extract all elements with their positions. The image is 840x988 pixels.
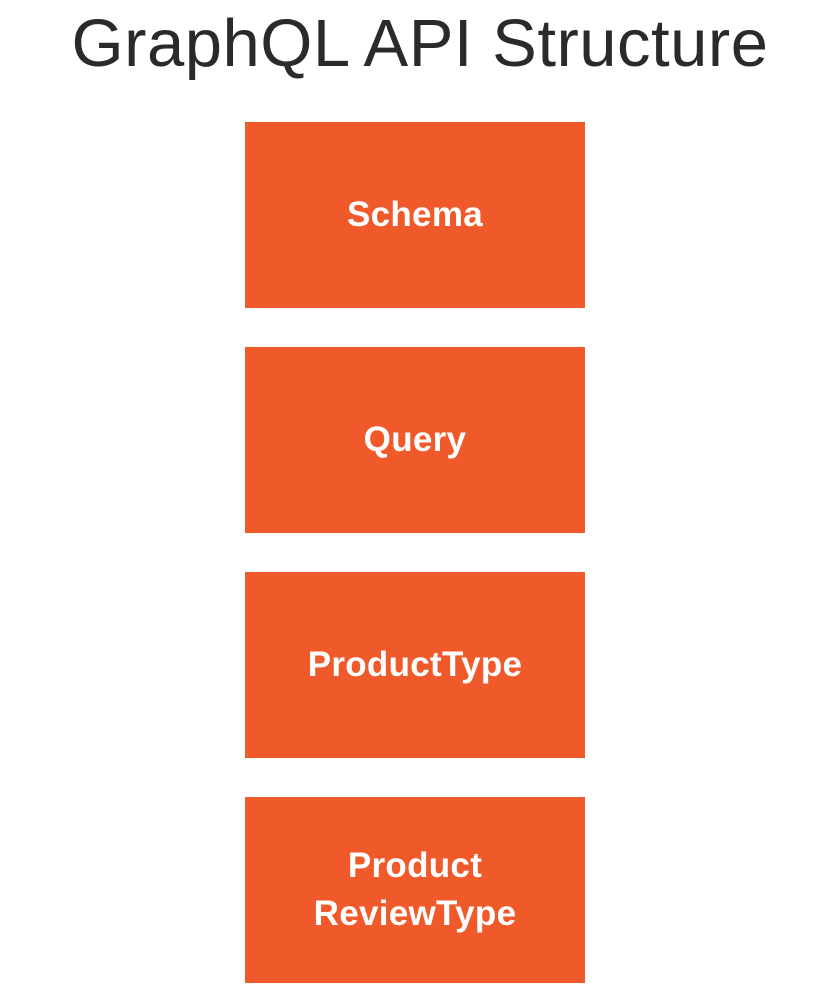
schema-box-label: Schema xyxy=(346,195,484,234)
schema-box: Schema xyxy=(245,122,585,308)
query-box-label: Query xyxy=(363,420,467,459)
product-review-type-box: Product ReviewType xyxy=(245,797,585,983)
product-type-box-label: ProductType xyxy=(307,645,523,684)
product-review-type-box-label-line-2: ReviewType xyxy=(313,894,517,933)
query-box: Query xyxy=(245,347,585,533)
page-title: GraphQL API Structure xyxy=(71,6,769,81)
product-type-box: ProductType xyxy=(245,572,585,758)
product-review-type-box-label-line-1: Product xyxy=(347,846,483,885)
